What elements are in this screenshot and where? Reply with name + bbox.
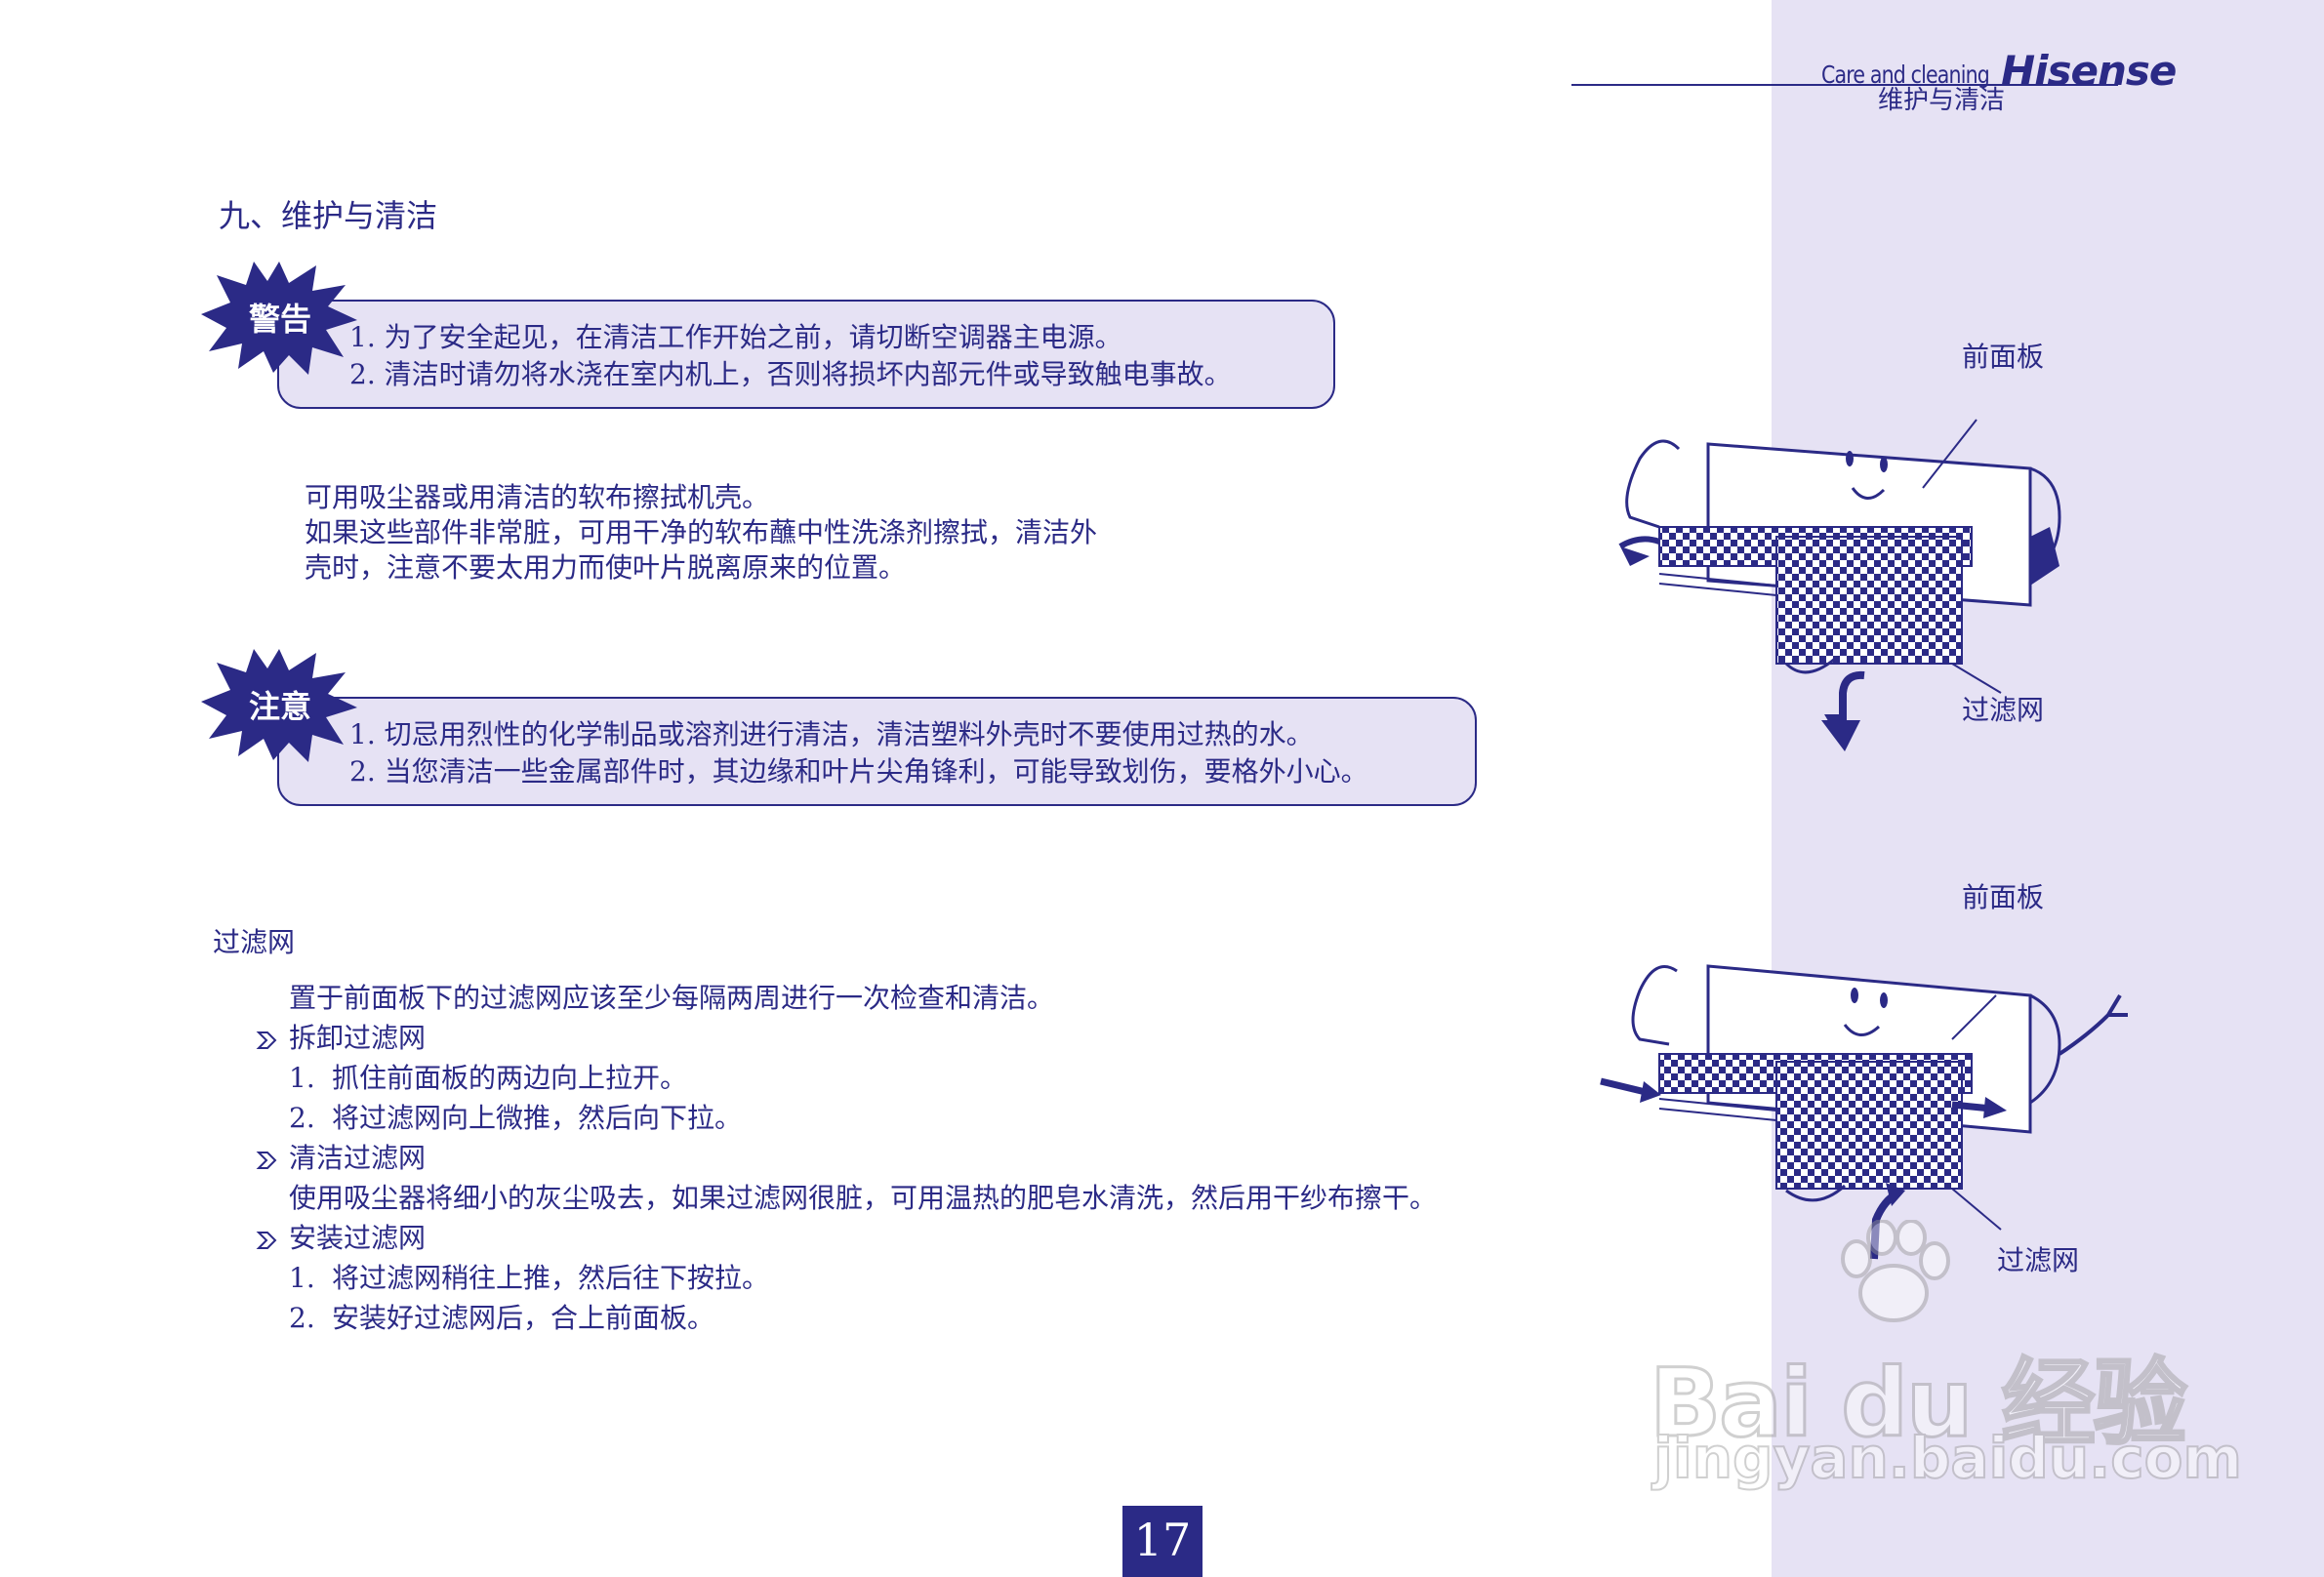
remove-step: 1. 抓住前面板的两边向上拉开。 [213, 1058, 1437, 1098]
chevron-bullet-icon [256, 1022, 277, 1062]
front-panel-label: 前面板 [1962, 881, 2045, 913]
baidu-watermark: Bai du 经验 jingyan.baidu.com [1649, 1220, 2243, 1493]
step-number: 2. [289, 1102, 315, 1134]
warning-badge: 警告 [199, 260, 360, 377]
starburst-icon [201, 649, 357, 762]
warning-badge-label: 警告 [248, 301, 311, 338]
filter-install-illustration: 前面板 过滤网 [1562, 881, 2147, 1298]
caution-badge: 注意 [199, 647, 360, 764]
air-conditioner-illustration [1618, 419, 2061, 751]
caution-list: 1. 切忌用烈性的化学制品或溶剂进行清洁，清洁塑料外壳时不要使用过热的水。 2.… [349, 716, 1368, 790]
header-section-zh: 维护与清洁 [1878, 86, 2006, 115]
clean-filter-heading: 清洁过滤网 [213, 1138, 1437, 1178]
intro-line: 可用吸尘器或用清洁的软布擦拭机壳。 [305, 481, 770, 513]
caution-callout: 1. 切忌用烈性的化学制品或溶剂进行清洁，清洁塑料外壳时不要使用过热的水。 2.… [277, 697, 1477, 806]
warning-callout: 1. 为了安全起见，在清洁工作开始之前，请切断空调器主电源。 2. 清洁时请勿将… [277, 300, 1335, 409]
filter-title: 过滤网 [213, 926, 296, 958]
clean-filter-text: 使用吸尘器将细小的灰尘吸去，如果过滤网很脏，可用温热的肥皂水清洗，然后用干纱布擦… [289, 1182, 1438, 1214]
install-step: 1. 将过滤网稍往上推，然后往下按拉。 [213, 1258, 1437, 1298]
caution-item: 2. 当您清洁一些金属部件时，其边缘和叶片尖角锋利，可能导致划伤，要格外小心。 [349, 755, 1368, 788]
install-filter-heading-text: 安装过滤网 [289, 1222, 427, 1254]
watermark-url: jingyan.baidu.com [1652, 1424, 2243, 1492]
remove-filter-heading-text: 拆卸过滤网 [289, 1022, 427, 1054]
remove-filter-heading: 拆卸过滤网 [213, 1018, 1437, 1058]
page-title: 九、维护与清洁 [219, 197, 438, 234]
brand-logo: Hisense [2001, 47, 2177, 95]
step-text: 抓住前面板的两边向上拉开。 [332, 1062, 688, 1094]
cleaning-intro: 可用吸尘器或用清洁的软布擦拭机壳。 如果这些部件非常脏，可用干净的软布蘸中性洗涤… [305, 480, 1097, 586]
step-number: 1. [289, 1062, 315, 1094]
install-step: 2. 安装好过滤网后，合上前面板。 [213, 1298, 1437, 1338]
filter-label: 过滤网 [1997, 1244, 2080, 1276]
front-panel-label: 前面板 [1962, 341, 2045, 373]
filter-label: 过滤网 [1962, 694, 2045, 726]
caution-badge-label: 注意 [248, 688, 311, 725]
air-conditioner-illustration [1600, 964, 2128, 1260]
step-number: 2. [289, 1302, 315, 1334]
step-text: 将过滤网向上微推，然后向下拉。 [332, 1102, 743, 1134]
step-text: 安装好过滤网后，合上前面板。 [332, 1302, 715, 1334]
warning-item: 1. 为了安全起见，在清洁工作开始之前，请切断空调器主电源。 [349, 321, 1122, 353]
filter-removal-illustration: 前面板 过滤网 [1601, 341, 2108, 761]
warning-item: 2. 清洁时请勿将水浇在室内机上，否则将损坏内部元件或导致触电事故。 [349, 358, 1232, 390]
install-filter-heading: 安装过滤网 [213, 1218, 1437, 1258]
remove-step: 2. 将过滤网向上微推，然后向下拉。 [213, 1098, 1437, 1138]
caution-item: 1. 切忌用烈性的化学制品或溶剂进行清洁，清洁塑料外壳时不要使用过热的水。 [349, 718, 1314, 750]
step-text: 将过滤网稍往上推，然后往下按拉。 [332, 1262, 770, 1294]
starburst-icon [201, 262, 357, 375]
header-section-en: Care and cleaning [1821, 61, 1990, 89]
page-number: 17 [1122, 1506, 1203, 1577]
filter-section: 过滤网 置于前面板下的过滤网应该至少每隔两周进行一次检查和清洁。 拆卸过滤网 1… [213, 921, 1437, 1338]
header-rule [1571, 84, 2118, 86]
intro-line: 如果这些部件非常脏，可用干净的软布蘸中性洗涤剂擦拭，清洁外 [305, 516, 1098, 548]
chevron-bullet-icon [256, 1222, 277, 1262]
clean-filter-heading-text: 清洁过滤网 [289, 1142, 427, 1174]
intro-line: 壳时，注意不要太用力而使叶片脱离原来的位置。 [305, 551, 907, 584]
filter-intro: 置于前面板下的过滤网应该至少每隔两周进行一次检查和清洁。 [289, 982, 1055, 1014]
paw-icon [1841, 1220, 1950, 1322]
warning-list: 1. 为了安全起见，在清洁工作开始之前，请切断空调器主电源。 2. 清洁时请勿将… [349, 319, 1232, 393]
step-number: 1. [289, 1262, 315, 1294]
watermark-logo-text: Bai du 经验 [1649, 1348, 2189, 1460]
sidebar-panel [1772, 0, 2324, 1577]
chevron-bullet-icon [256, 1142, 277, 1182]
